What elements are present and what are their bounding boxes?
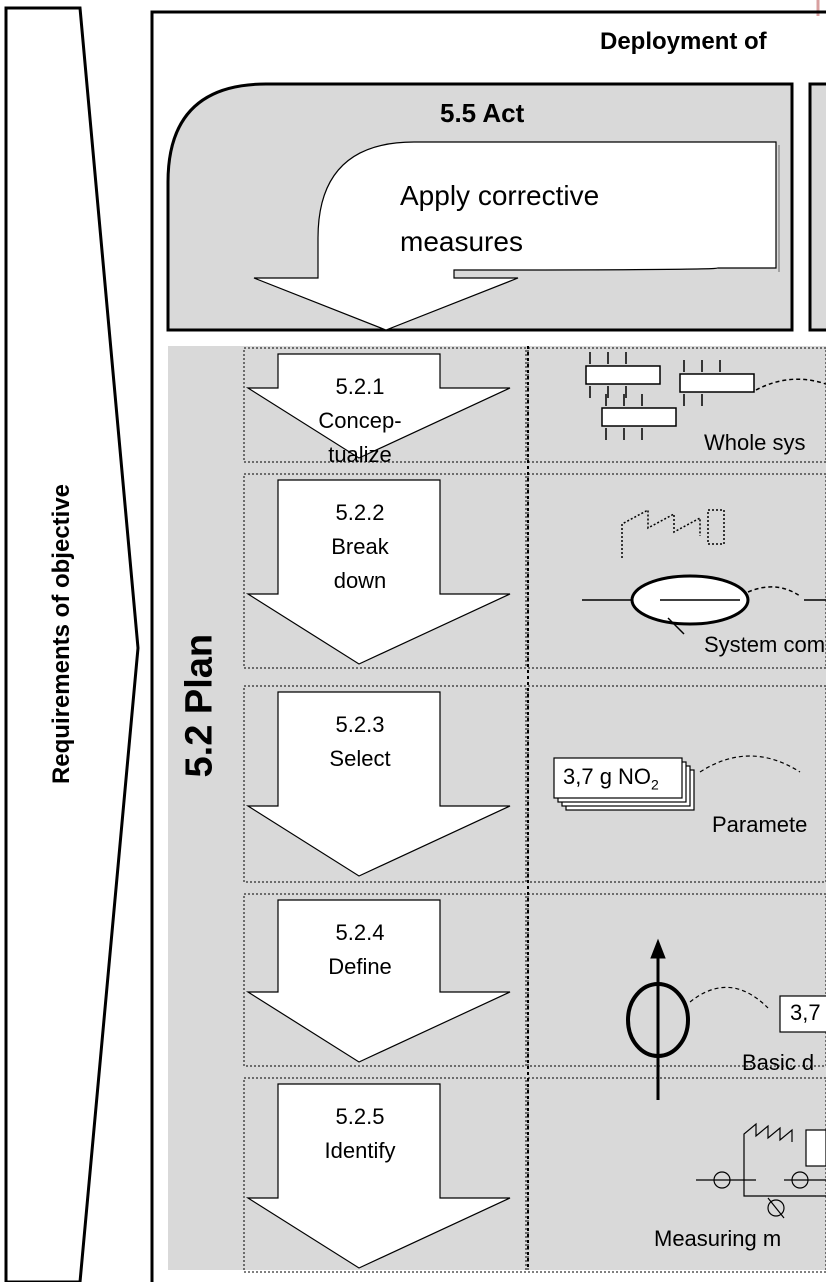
deployment-frame [150, 10, 826, 1282]
step-arrow [245, 353, 511, 459]
step-arrow [245, 1083, 511, 1269]
step-box [243, 473, 527, 669]
basic-data-caption: Basic d [742, 1050, 815, 1075]
step-arrow [245, 691, 511, 877]
step-number: 5.2.2 [335, 500, 385, 525]
step-arrow [245, 899, 511, 1063]
illustration-box [527, 1077, 826, 1273]
requirements-label: Requirements of objective [48, 483, 75, 785]
act-description-line2: measures [400, 226, 523, 257]
step-arrow [245, 479, 511, 665]
step-line1: Concep- [318, 408, 402, 433]
step-line1: Identify [324, 1138, 396, 1163]
step-line1: Select [329, 746, 391, 771]
basic-card-fragment: 3,7 [790, 1000, 821, 1025]
illustration-box [527, 473, 826, 669]
measuring-caption: Measuring m [654, 1226, 782, 1251]
basic-data-illustration [626, 938, 826, 1100]
step-box [243, 1077, 527, 1273]
corrective-arrow [253, 141, 777, 331]
illustration-box [527, 893, 826, 1067]
step-line2: down [333, 568, 387, 593]
step-box [243, 685, 527, 883]
plan-title: 5.2 Plan [178, 633, 221, 778]
system-components-illustration [582, 508, 826, 635]
measuring-illustration [696, 1122, 826, 1219]
act-title: 5.5 Act [440, 98, 525, 128]
deployment-title: Deployment of [600, 28, 767, 55]
step-number: 5.2.3 [335, 712, 385, 737]
adjacent-panel [808, 82, 826, 332]
illustration-box [527, 685, 826, 883]
whole-system-caption: Whole sys [704, 430, 806, 455]
parameter-card-value: 3,7 g NO2 [563, 764, 659, 792]
requirements-arrow [4, 6, 140, 1282]
step-line2: tualize [328, 442, 392, 467]
act-description-line1: Apply corrective [400, 180, 600, 211]
step-line1: Define [328, 954, 392, 979]
parameter-illustration [553, 755, 801, 811]
step-box [243, 347, 527, 463]
parameter-value-subscript: 2 [651, 776, 659, 793]
plan-steps [243, 347, 826, 1273]
parameter-caption: Paramete [712, 812, 808, 837]
parameter-value-text: 3,7 g NO [563, 764, 652, 789]
illustration-box [527, 347, 826, 463]
system-components-caption: System compo [704, 632, 826, 657]
step-line1: Break [331, 534, 389, 559]
step-number: 5.2.1 [335, 374, 385, 399]
step-number: 5.2.5 [335, 1104, 385, 1129]
step-box [243, 893, 527, 1067]
whole-system-illustration [585, 352, 826, 440]
step-number: 5.2.4 [335, 920, 385, 945]
